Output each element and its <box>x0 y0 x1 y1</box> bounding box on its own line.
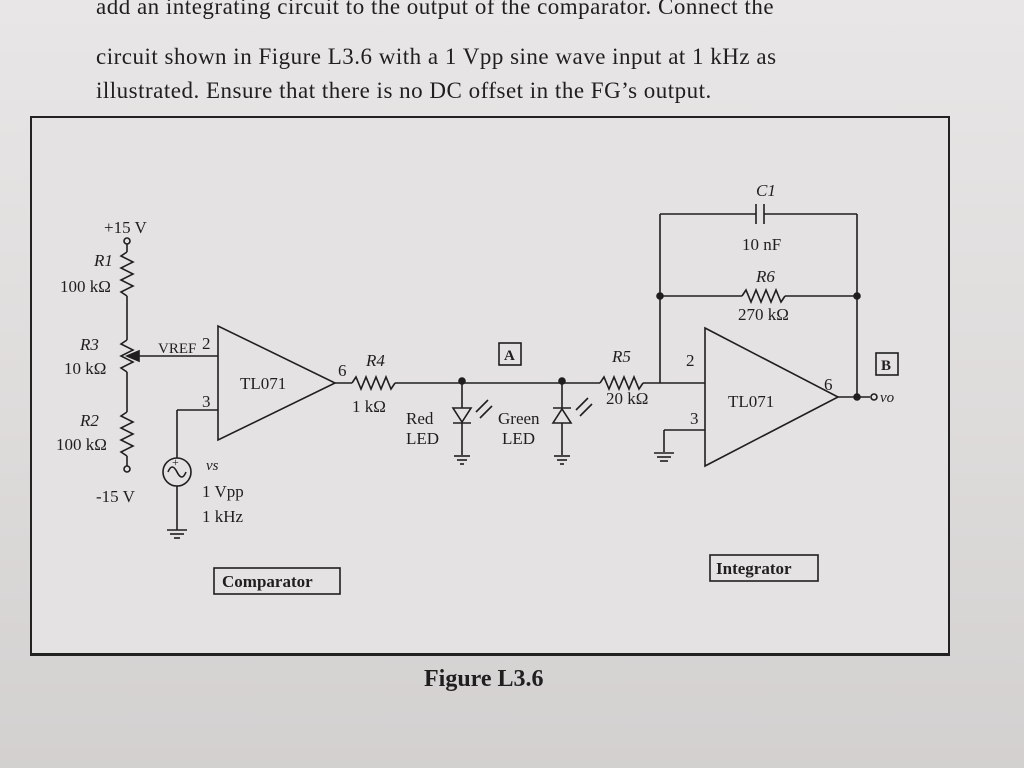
r4-value: 1 kΩ <box>352 397 386 416</box>
pin6-integrator: 6 <box>824 375 833 394</box>
vs-label: vs <box>206 458 219 474</box>
khz-label: 1 kHz <box>202 507 244 526</box>
c1-label: C1 <box>756 181 776 200</box>
r1-value: 100 kΩ <box>60 277 111 296</box>
r3-value: 10 kΩ <box>64 359 106 378</box>
r5-label: R5 <box>611 347 631 366</box>
green-led <box>551 407 573 424</box>
red-led <box>451 407 473 424</box>
comparator-box <box>213 567 341 595</box>
ground-green-led <box>554 455 570 465</box>
r3-label: R3 <box>79 335 99 354</box>
comparator-opamp-label: TL071 <box>240 374 286 393</box>
vo-label: vo <box>880 390 895 406</box>
figure-frame <box>30 116 950 656</box>
r2-value: 100 kΩ <box>56 435 107 454</box>
pin2-comparator: 2 <box>202 334 211 353</box>
integrator-opamp-label: TL071 <box>728 392 774 411</box>
ground-red-led <box>454 455 470 465</box>
pin2-integrator: 2 <box>686 351 695 370</box>
green-led-sub: LED <box>502 429 535 448</box>
node-b-box <box>875 352 899 376</box>
node-a-box <box>498 342 522 366</box>
vref-label: VREF <box>158 341 196 357</box>
minus15-label: -15 V <box>96 487 136 506</box>
r6-value: 270 kΩ <box>738 305 789 324</box>
r1-label: R1 <box>93 251 113 270</box>
text-line-3: illustrated. Ensure that there is no DC … <box>96 78 712 103</box>
r6-resistor <box>741 287 786 305</box>
r5-resistor <box>599 374 644 392</box>
r2-resistor <box>119 411 135 457</box>
ground-integrator <box>654 452 674 462</box>
integrator-box <box>709 554 819 582</box>
comparator-opamp <box>217 324 337 442</box>
text-line-1: add an integrating circuit to the output… <box>96 0 775 19</box>
r6-label: R6 <box>755 267 775 286</box>
r5-value: 20 kΩ <box>606 389 648 408</box>
source-plus-icon: + <box>172 455 179 469</box>
plus15-label: +15 V <box>104 218 148 237</box>
minus15-terminal <box>123 465 131 473</box>
ground-source <box>167 529 187 539</box>
vo-terminal <box>870 393 878 401</box>
comparator-label: Comparator <box>222 572 313 591</box>
r1-resistor <box>119 251 135 297</box>
pin3-comparator: 3 <box>202 392 211 411</box>
node-a-label: A <box>504 348 515 364</box>
r2-label: R2 <box>79 411 99 430</box>
r3-resistor <box>119 339 135 373</box>
green-led-label: Green <box>498 409 540 428</box>
r4-resistor <box>351 374 396 392</box>
red-led-label: Red <box>406 409 434 428</box>
r4-label: R4 <box>365 351 385 370</box>
red-led-sub: LED <box>406 429 439 448</box>
vpp-label: 1 Vpp <box>202 482 244 501</box>
plus15-terminal <box>123 237 131 245</box>
figure-caption: Figure L3.6 <box>424 666 544 692</box>
integrator-label: Integrator <box>716 559 792 578</box>
c1-value: 10 nF <box>742 235 781 254</box>
pin6-comparator: 6 <box>338 361 347 380</box>
text-line-2: circuit shown in Figure L3.6 with a 1 Vp… <box>96 44 777 69</box>
integrator-opamp <box>704 326 840 468</box>
pin3-integrator: 3 <box>690 409 699 428</box>
node-b-label: B <box>881 358 891 374</box>
